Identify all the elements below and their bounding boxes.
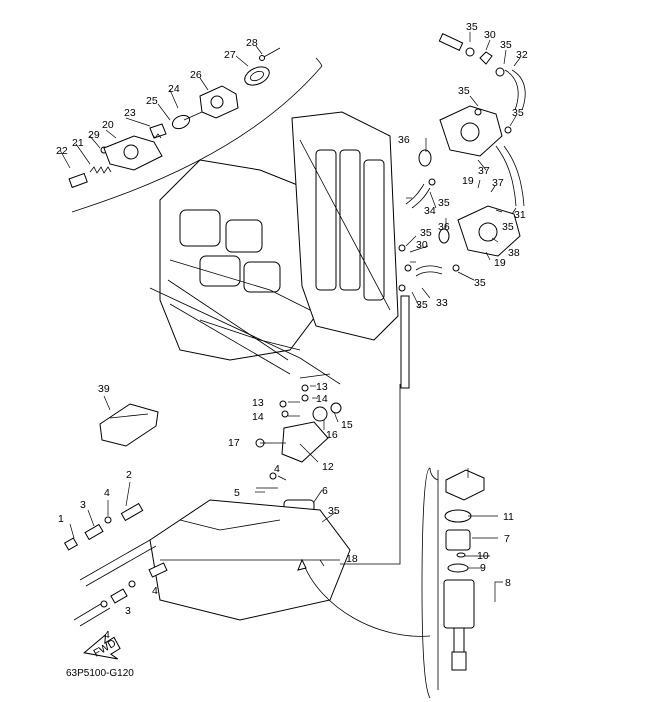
- callout-35: 35: [466, 21, 478, 33]
- callout-31: 31: [514, 209, 526, 221]
- callout-11: 11: [503, 511, 514, 523]
- callout-29: 29: [88, 129, 100, 141]
- filter-detail-parts: [443, 469, 485, 671]
- callout-26: 26: [190, 69, 202, 81]
- callout-4: 4: [104, 629, 110, 641]
- leader-lines: [59, 32, 521, 602]
- callout-25: 25: [146, 95, 158, 107]
- callout-21: 21: [72, 137, 84, 149]
- callout-13: 13: [252, 397, 264, 409]
- callout-22: 22: [56, 145, 68, 157]
- callout-20: 20: [102, 119, 114, 131]
- callout-19: 19: [462, 175, 474, 187]
- callout-15: 15: [341, 419, 353, 431]
- callout-24: 24: [168, 83, 180, 95]
- engine-block: [159, 159, 331, 361]
- callout-12: 12: [322, 461, 334, 473]
- callout-35: 35: [474, 277, 486, 289]
- callout-6: 6: [322, 485, 328, 497]
- callout-37: 37: [492, 177, 504, 189]
- callout-1: 1: [58, 513, 64, 525]
- callout-37: 37: [478, 165, 490, 177]
- callout-35: 35: [500, 39, 512, 51]
- callout-13: 13: [316, 381, 328, 393]
- callout-35: 35: [502, 221, 514, 233]
- callout-3: 3: [125, 605, 131, 617]
- detail-arrow: [297, 558, 431, 637]
- callout-27: 27: [224, 49, 236, 61]
- callout-19: 19: [494, 257, 506, 269]
- callout-14: 14: [316, 393, 328, 405]
- callout-34: 34: [424, 205, 436, 217]
- callout-35: 35: [416, 299, 428, 311]
- diagram-code: 63P5100-G120: [66, 668, 134, 679]
- callout-16: 16: [326, 429, 338, 441]
- callout-23: 23: [124, 107, 136, 119]
- intake-manifold: [291, 111, 399, 341]
- filter-detail-frame: [421, 467, 439, 699]
- callout-32: 32: [516, 49, 528, 61]
- pump-detail-frame: [71, 57, 323, 213]
- fuel-pumps-upper: [398, 33, 526, 389]
- callout-35: 35: [328, 505, 340, 517]
- callout-14: 14: [252, 411, 264, 423]
- pump-detail-parts: [68, 47, 281, 189]
- callout-10: 10: [477, 550, 489, 562]
- callout-9: 9: [480, 562, 486, 574]
- callout-35: 35: [438, 197, 450, 209]
- lower-bracket: [148, 499, 351, 621]
- callout-8: 8: [505, 577, 511, 589]
- fwd-arrow-icon: FWD: [83, 633, 121, 660]
- callout-36: 36: [398, 134, 410, 146]
- callout-4: 4: [104, 487, 110, 499]
- callout-18: 18: [346, 553, 358, 565]
- callout-5: 5: [234, 487, 240, 499]
- callout-33: 33: [436, 297, 448, 309]
- callout-28: 28: [246, 37, 258, 49]
- fuel-line-parts: [63, 502, 157, 627]
- callout-35: 35: [420, 227, 432, 239]
- cover-39: [99, 403, 159, 447]
- callout-35: 35: [512, 107, 524, 119]
- callout-39: 39: [98, 383, 110, 395]
- callout-3: 3: [80, 499, 86, 511]
- callout-30: 30: [416, 239, 428, 251]
- callout-4: 4: [152, 585, 158, 597]
- callout-4: 4: [274, 463, 280, 475]
- callout-17: 17: [228, 437, 240, 449]
- callout-35: 35: [458, 85, 470, 97]
- callout-7: 7: [504, 533, 510, 545]
- callout-38: 38: [508, 247, 520, 259]
- callout-labels: 1 2 3 4 3 4 4 4 5 6 7 8 9 10 11 12 13 13…: [56, 21, 528, 641]
- callout-30: 30: [484, 29, 496, 41]
- connection-lines: [149, 287, 401, 565]
- callout-36: 36: [438, 221, 450, 233]
- callout-2: 2: [126, 469, 132, 481]
